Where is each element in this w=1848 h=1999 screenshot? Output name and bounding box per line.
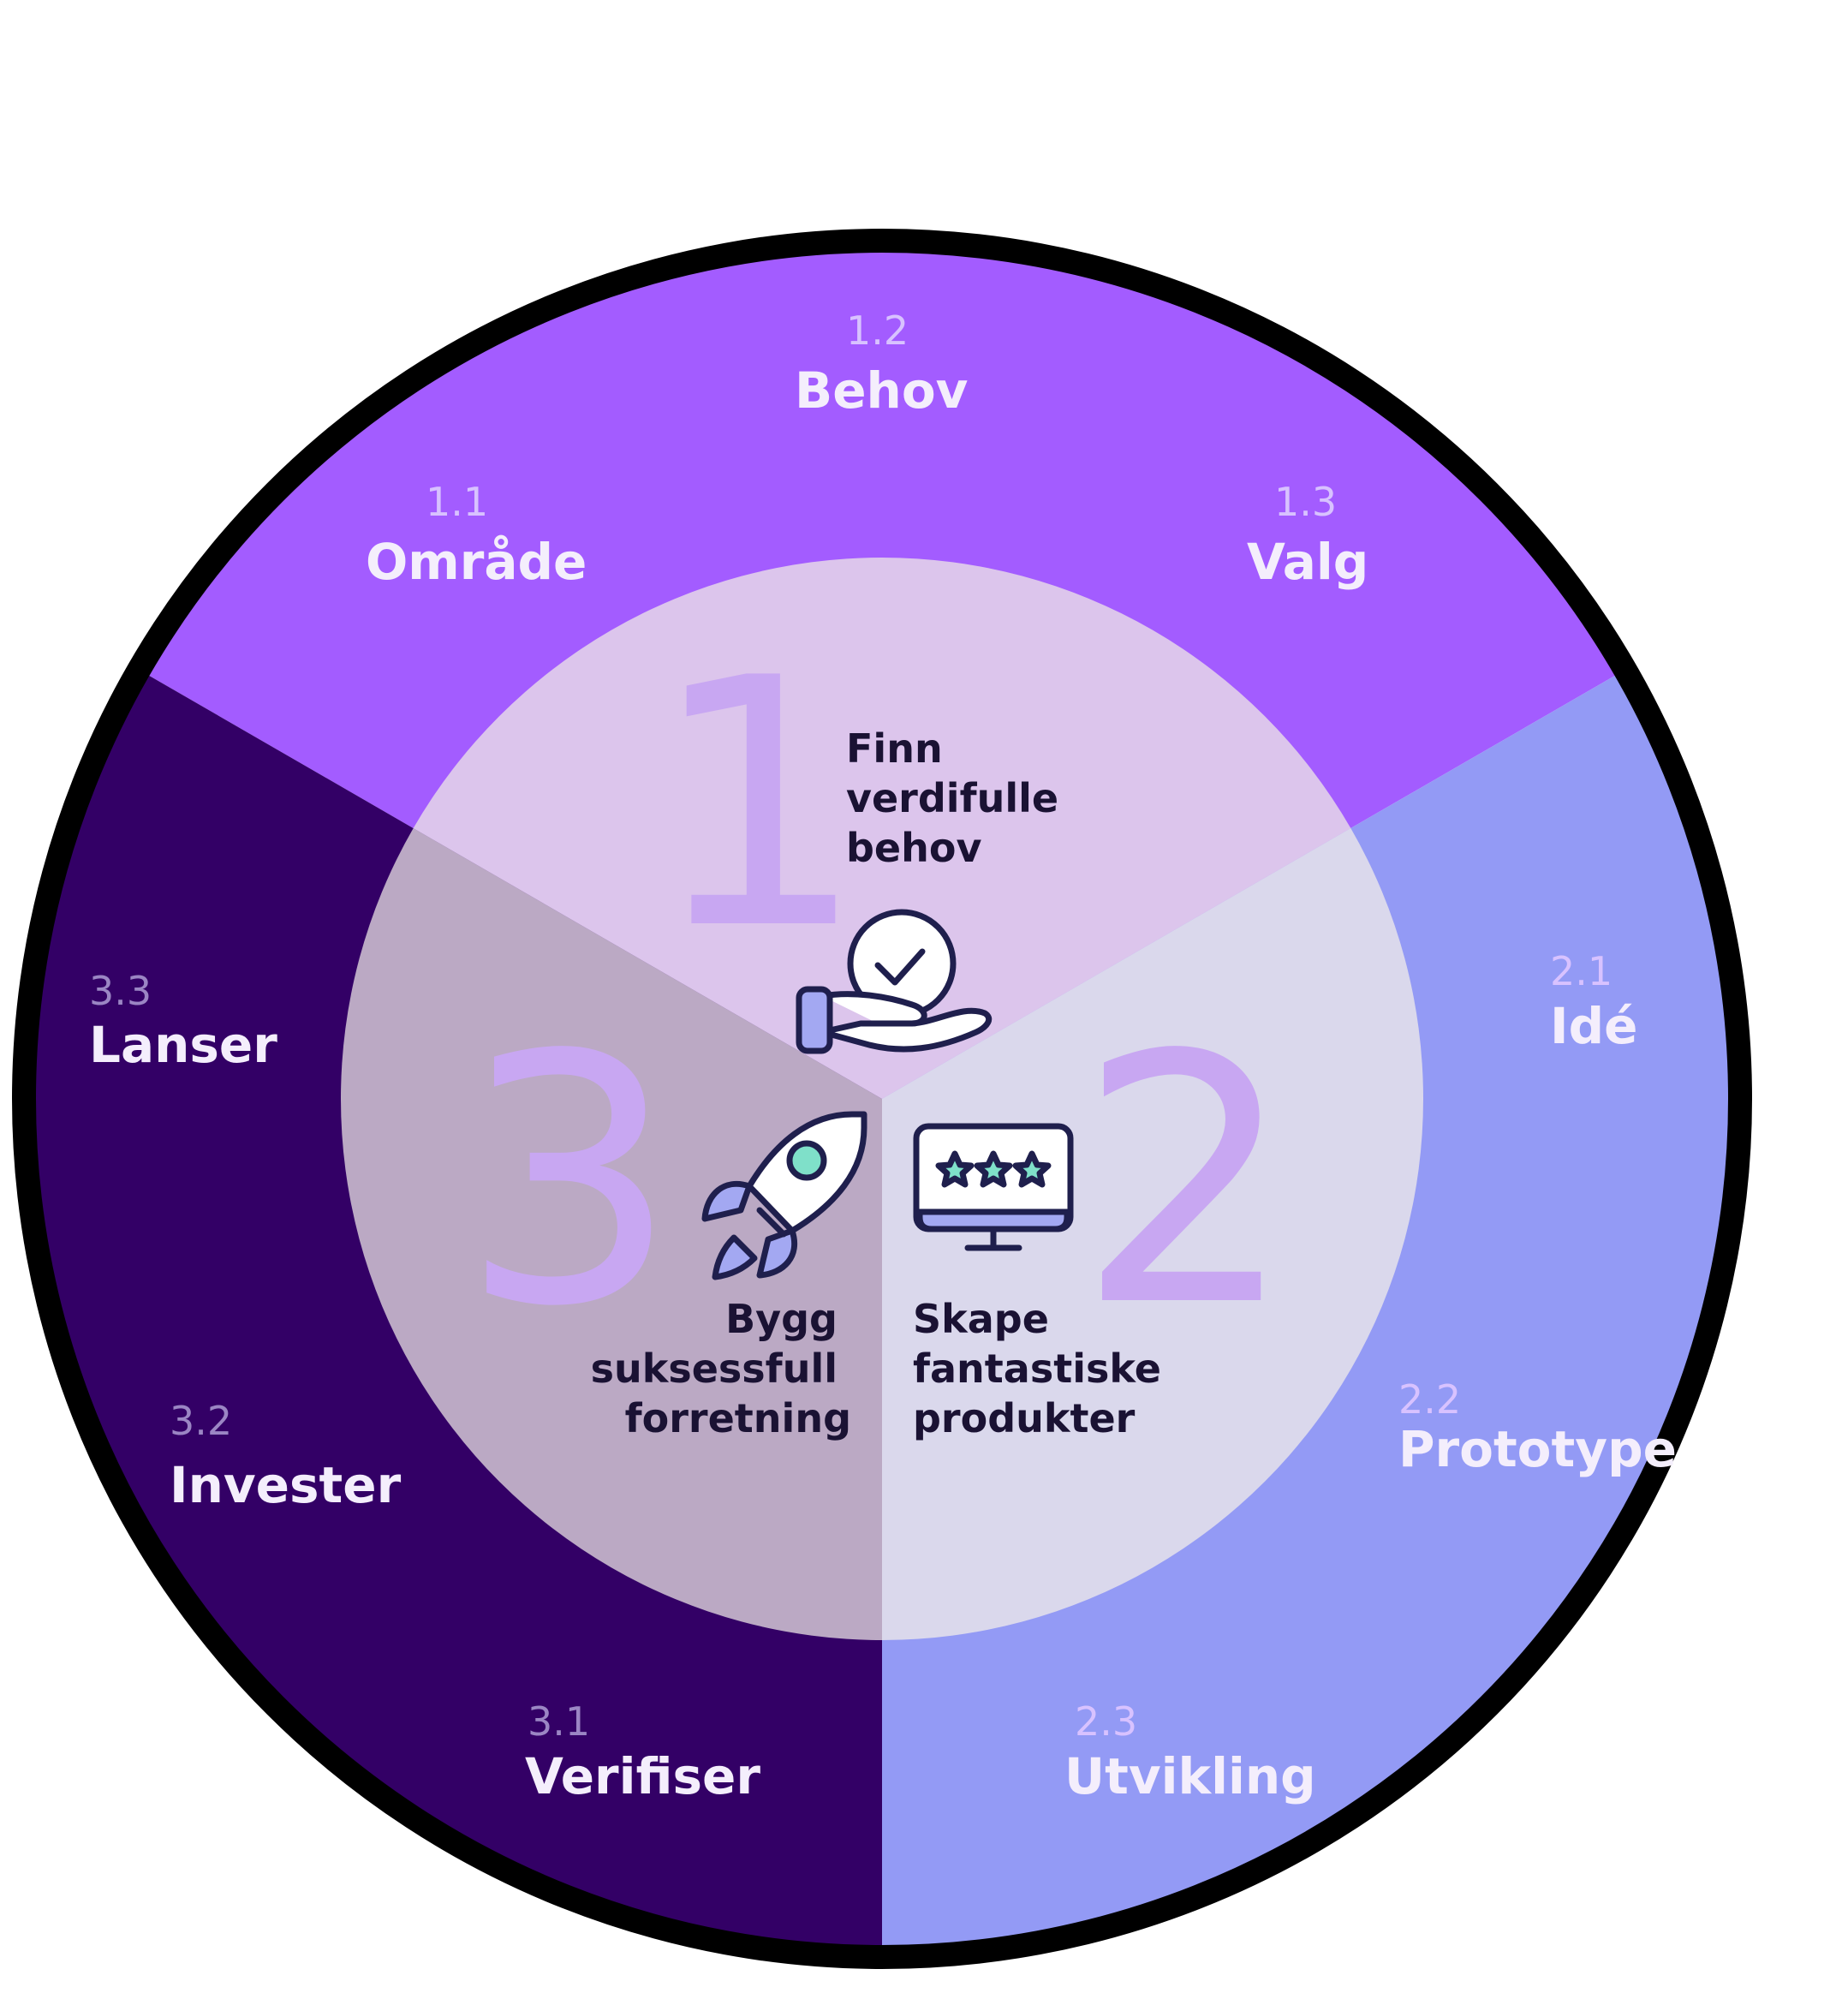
step-1-3-code: 1.3 bbox=[1274, 479, 1337, 525]
rocket-icon bbox=[701, 1111, 867, 1280]
phase-3-inner-sector bbox=[341, 828, 882, 1640]
step-1-3-name: Valg bbox=[1247, 533, 1368, 591]
monitor-stars-icon bbox=[913, 1123, 1074, 1251]
hand-check-icon bbox=[796, 909, 993, 1054]
step-1-2-code: 1.2 bbox=[846, 307, 909, 354]
step-3-2-code: 3.2 bbox=[170, 1398, 232, 1444]
phase-1-numeral: 1 bbox=[649, 606, 867, 1005]
step-3-3-code: 3.3 bbox=[89, 968, 152, 1014]
step-3-3-name: Lanser bbox=[89, 1016, 277, 1074]
step-2-2-code: 2.2 bbox=[1398, 1376, 1461, 1423]
step-3-2-name: Invester bbox=[170, 1456, 402, 1514]
phase-2-description: Skape fantastiske produkter bbox=[913, 1296, 1175, 1441]
phase-2-numeral: 2 bbox=[1077, 983, 1296, 1381]
phase-3-description: Bygg suksessfull forretning bbox=[591, 1296, 851, 1441]
step-2-1-name: Idé bbox=[1550, 997, 1637, 1055]
step-1-1-name: Område bbox=[366, 533, 587, 591]
step-3-1-name: Verifiser bbox=[525, 1747, 760, 1805]
step-3-1-code: 3.1 bbox=[528, 1698, 590, 1745]
phase-1-description: Finn verdifulle behov bbox=[846, 725, 1072, 871]
wheel-border bbox=[12, 229, 1752, 1969]
step-1-1-code: 1.1 bbox=[426, 479, 488, 525]
step-2-3-code: 2.3 bbox=[1075, 1698, 1137, 1745]
step-2-2-name: Prototype bbox=[1398, 1420, 1677, 1478]
phase-3-numeral: 3 bbox=[461, 983, 679, 1381]
step-2-1-code: 2.1 bbox=[1550, 948, 1613, 994]
step-2-3-name: Utvikling bbox=[1064, 1747, 1316, 1805]
step-1-2-name: Behov bbox=[795, 361, 969, 420]
phase-2-inner-sector bbox=[882, 828, 1423, 1640]
phase-1-inner-sector bbox=[413, 558, 1351, 1099]
